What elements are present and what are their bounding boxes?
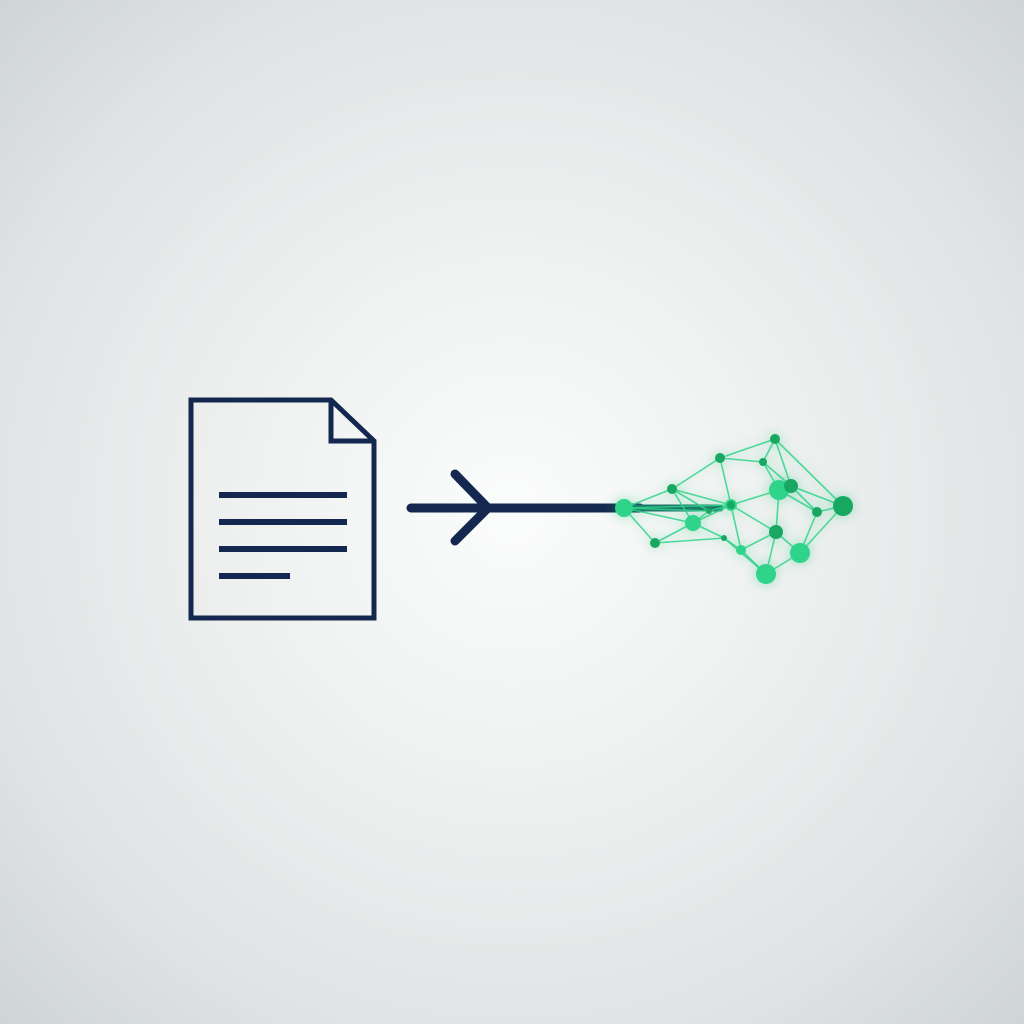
network-edge bbox=[671, 488, 710, 512]
network-edge bbox=[730, 504, 777, 533]
network-node bbox=[721, 535, 727, 541]
network-edge bbox=[671, 488, 732, 506]
network-edge bbox=[654, 537, 725, 544]
network-edge bbox=[623, 507, 694, 524]
network-nodes bbox=[615, 434, 853, 584]
network-node bbox=[715, 453, 725, 463]
network-edge bbox=[719, 457, 732, 506]
network-node bbox=[769, 480, 789, 500]
network-node bbox=[833, 496, 853, 516]
network-node bbox=[667, 484, 677, 494]
network-graph-icon bbox=[615, 434, 853, 584]
network-edge bbox=[623, 504, 732, 509]
network-edge bbox=[671, 457, 721, 490]
network-node bbox=[756, 564, 776, 584]
network-node bbox=[615, 499, 633, 517]
document-outline bbox=[188, 397, 377, 621]
network-junction-ring bbox=[725, 499, 737, 511]
arrow-head bbox=[450, 469, 493, 546]
network-edge bbox=[799, 505, 844, 554]
network-edge bbox=[623, 507, 710, 512]
network-node bbox=[790, 543, 810, 563]
network-edge bbox=[719, 438, 776, 459]
network-node bbox=[759, 458, 767, 466]
network-node bbox=[770, 434, 780, 444]
network-node bbox=[685, 515, 701, 531]
network-node bbox=[812, 507, 822, 517]
network-node bbox=[650, 538, 660, 548]
network-node bbox=[769, 525, 783, 539]
document-text-lines bbox=[219, 492, 347, 579]
network-node bbox=[736, 545, 746, 555]
network-node bbox=[726, 500, 736, 510]
network-edge bbox=[774, 438, 844, 507]
network-edge bbox=[730, 504, 742, 551]
network-edge bbox=[774, 438, 792, 487]
network-node bbox=[784, 479, 798, 493]
document-fold bbox=[328, 400, 374, 444]
document-icon bbox=[188, 397, 377, 621]
network-edge bbox=[719, 457, 764, 463]
arrow-right-icon bbox=[406, 469, 724, 546]
network-node bbox=[706, 508, 712, 514]
